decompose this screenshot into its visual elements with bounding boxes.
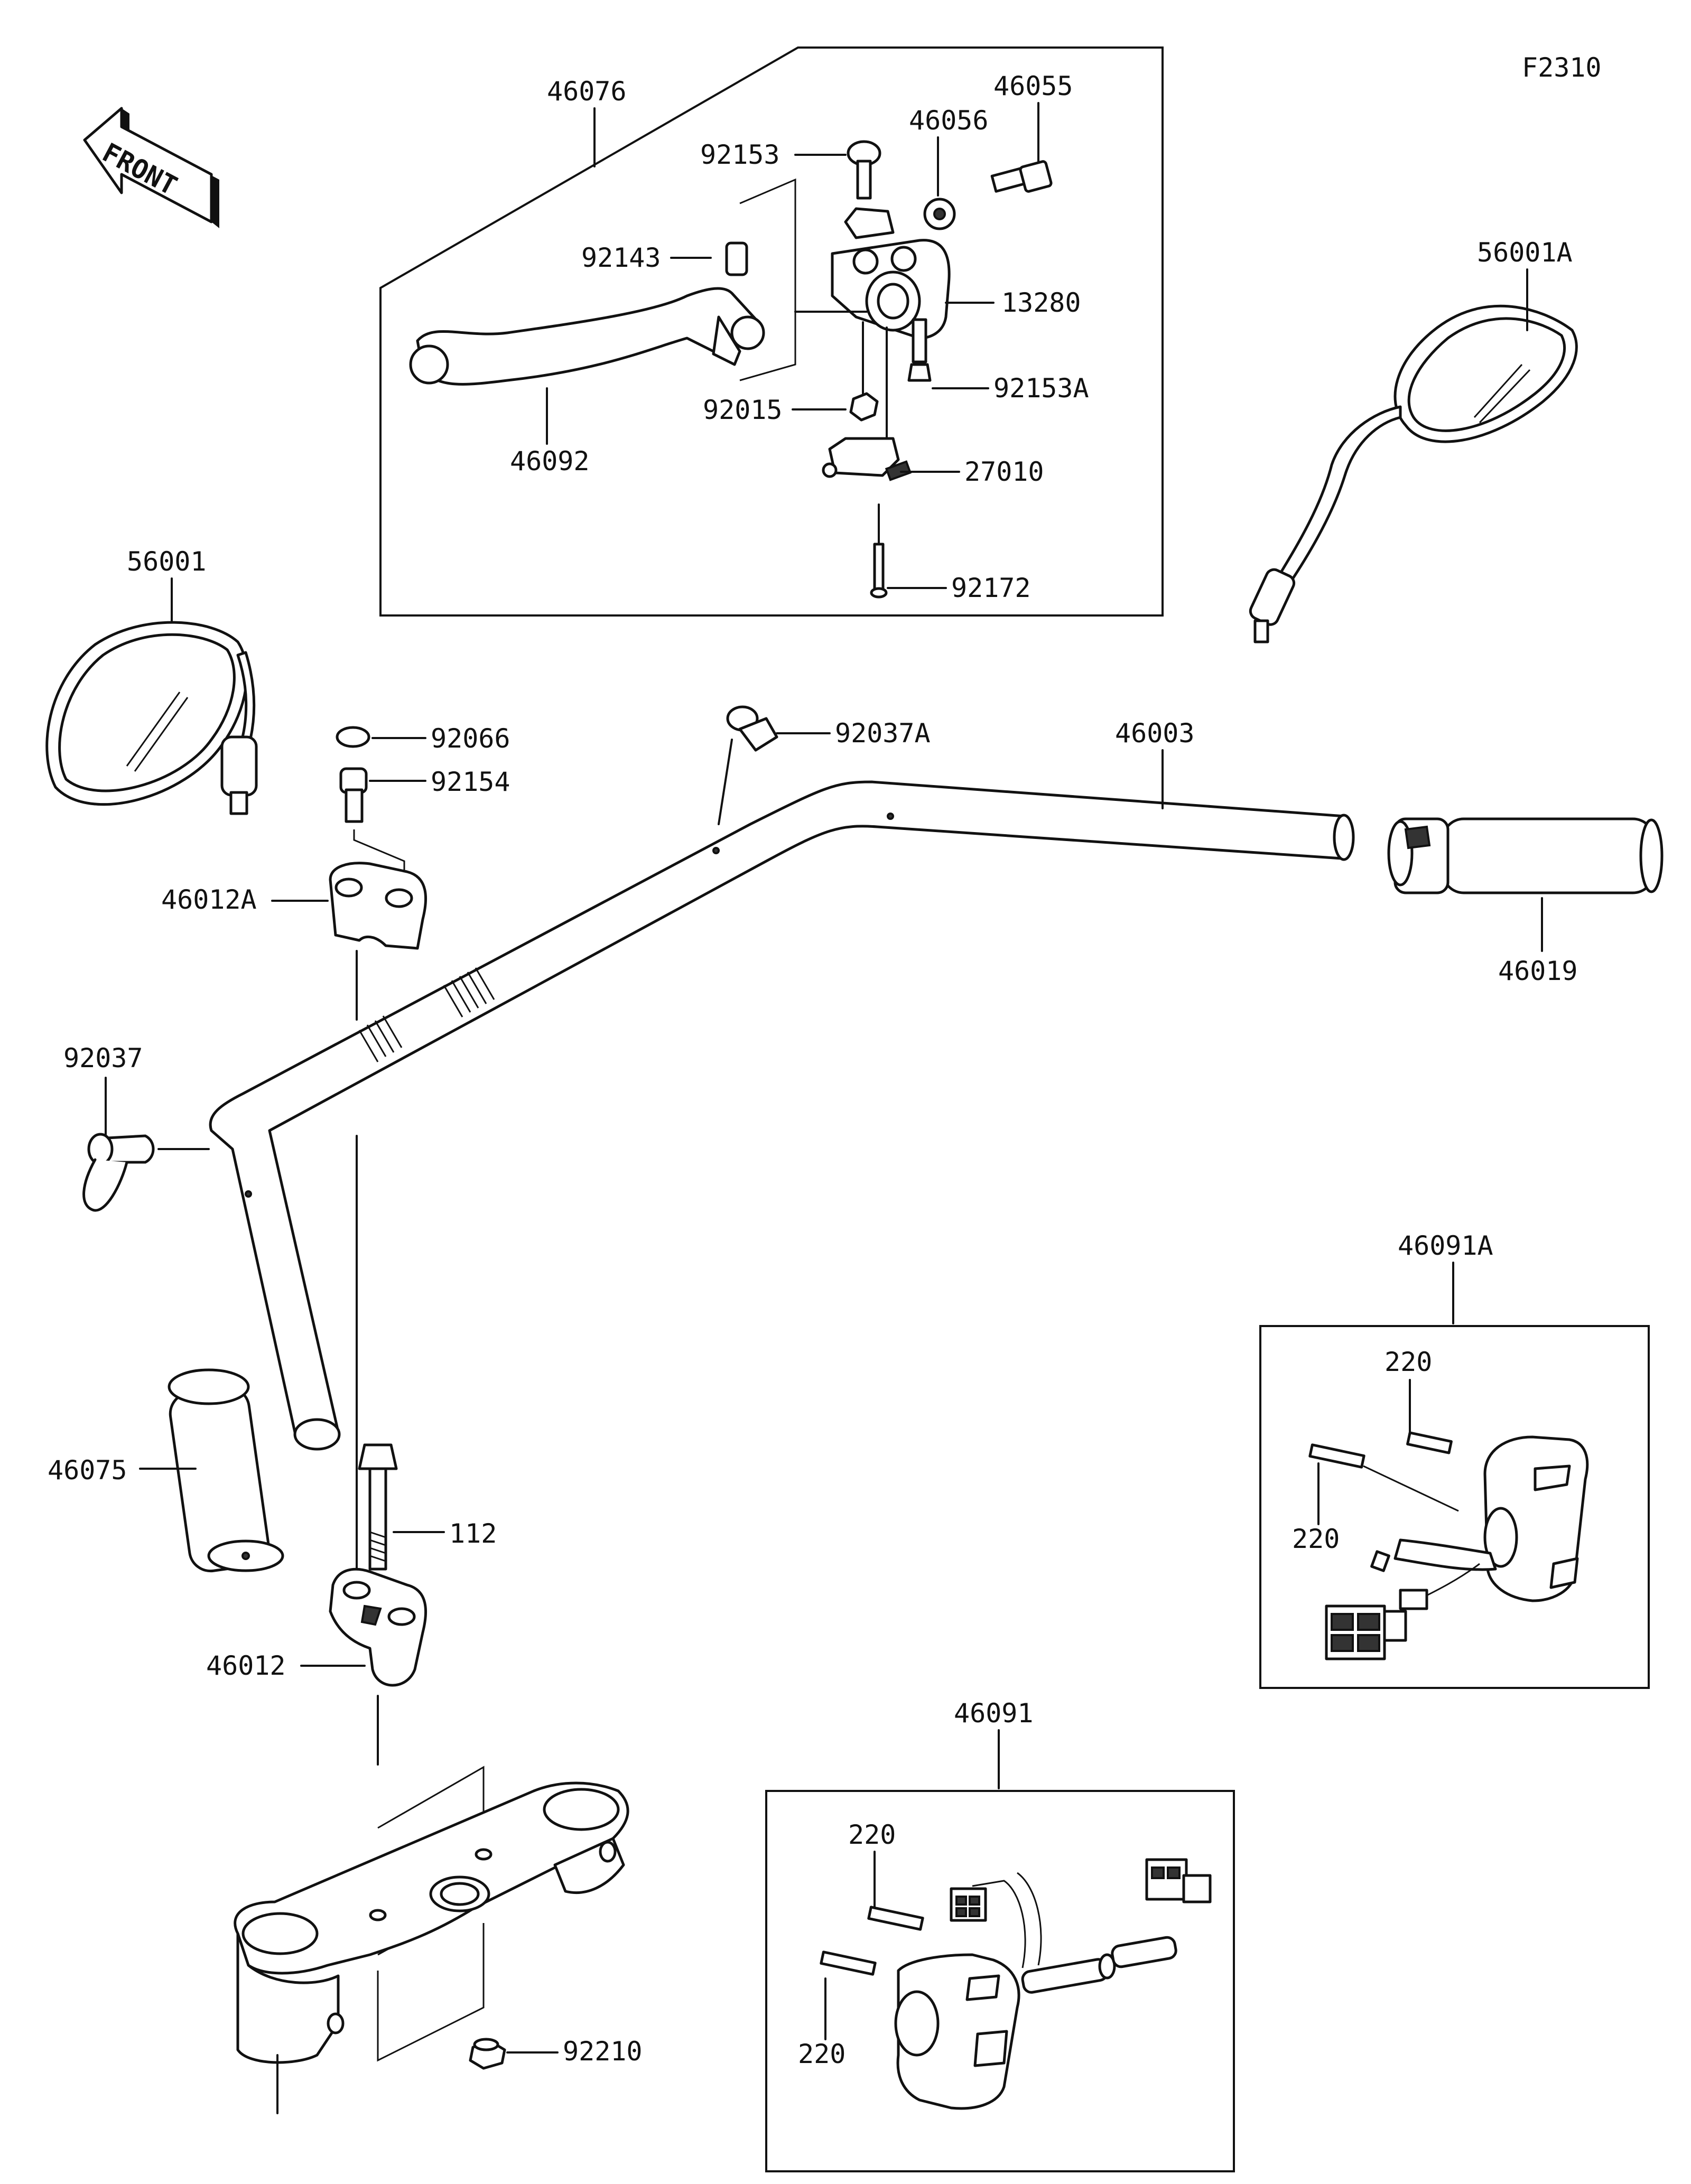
rh-switch-frame bbox=[1259, 1325, 1650, 1689]
front-direction-arrow: FRONT bbox=[83, 107, 219, 228]
label-92153: 92153 bbox=[700, 139, 780, 170]
label-46091: 46091 bbox=[954, 1698, 1034, 1729]
screw-92153A-icon bbox=[912, 318, 927, 363]
lever-46092-icon bbox=[409, 287, 765, 386]
label-220-rh-a: 220 bbox=[1385, 1347, 1432, 1377]
nut-92210-icon bbox=[469, 2038, 506, 2070]
label-92037: 92037 bbox=[63, 1043, 143, 1074]
label-56001A: 56001A bbox=[1477, 237, 1573, 268]
label-92037A: 92037A bbox=[835, 718, 931, 749]
bar-end-92037-icon bbox=[82, 1133, 155, 1212]
label-46003: 46003 bbox=[1115, 718, 1195, 749]
label-92066: 92066 bbox=[431, 723, 510, 754]
handlebar-46003-icon bbox=[209, 780, 1355, 1451]
label-46019: 46019 bbox=[1498, 956, 1578, 986]
label-92172: 92172 bbox=[951, 573, 1031, 603]
label-112: 112 bbox=[449, 1518, 497, 1549]
label-13280: 13280 bbox=[1001, 287, 1081, 318]
label-46056: 46056 bbox=[909, 105, 989, 136]
grip-right-46019-icon bbox=[1387, 817, 1664, 894]
lh-switch-46091-icon bbox=[820, 1858, 1212, 2110]
label-220-lh-a: 220 bbox=[848, 1819, 896, 1850]
label-56001: 56001 bbox=[127, 546, 207, 577]
holder-lower-46012-icon bbox=[329, 1567, 428, 1687]
holder-upper-46012A-icon bbox=[329, 862, 428, 950]
label-46092: 46092 bbox=[510, 446, 590, 477]
label-27010: 27010 bbox=[964, 456, 1044, 487]
label-46091A: 46091A bbox=[1398, 1230, 1493, 1261]
rh-switch-46091A-icon bbox=[1308, 1431, 1589, 1660]
label-92154: 92154 bbox=[431, 767, 510, 797]
label-220-lh-b: 220 bbox=[798, 2039, 846, 2069]
collar-92143-icon bbox=[725, 241, 748, 276]
label-92015: 92015 bbox=[703, 395, 783, 425]
label-46055: 46055 bbox=[993, 71, 1073, 101]
screw-92172-icon bbox=[873, 543, 885, 593]
mirror-left-56001-icon bbox=[45, 621, 258, 815]
label-220-rh-b: 220 bbox=[1292, 1524, 1340, 1554]
label-92210: 92210 bbox=[563, 2036, 643, 2067]
figure-code: F2310 bbox=[1522, 52, 1602, 83]
bolt-112-icon bbox=[358, 1443, 398, 1571]
nut-92015-icon bbox=[849, 392, 879, 422]
bar-end-92037A-icon bbox=[726, 705, 778, 752]
label-46012A: 46012A bbox=[161, 884, 257, 915]
label-46076: 46076 bbox=[547, 76, 627, 107]
triple-clamp-icon bbox=[234, 1781, 629, 2064]
label-46075: 46075 bbox=[48, 1455, 127, 1486]
cap-92066-icon bbox=[336, 726, 370, 748]
switch-27010-icon bbox=[822, 437, 912, 481]
mirror-right-56001A-icon bbox=[1249, 304, 1578, 643]
label-92143: 92143 bbox=[581, 242, 661, 273]
grip-left-46075-icon bbox=[168, 1368, 284, 1573]
bolt-46055-icon bbox=[990, 160, 1053, 193]
lh-switch-frame bbox=[765, 1790, 1235, 2172]
label-46012: 46012 bbox=[206, 1650, 286, 1681]
lever-assembly-group: 46076 46055 46056 92153 92143 460 bbox=[379, 46, 1164, 617]
master-cylinder-13280-icon bbox=[794, 207, 951, 340]
lever-assembly-frame bbox=[379, 46, 1164, 617]
label-92153A: 92153A bbox=[993, 373, 1089, 404]
